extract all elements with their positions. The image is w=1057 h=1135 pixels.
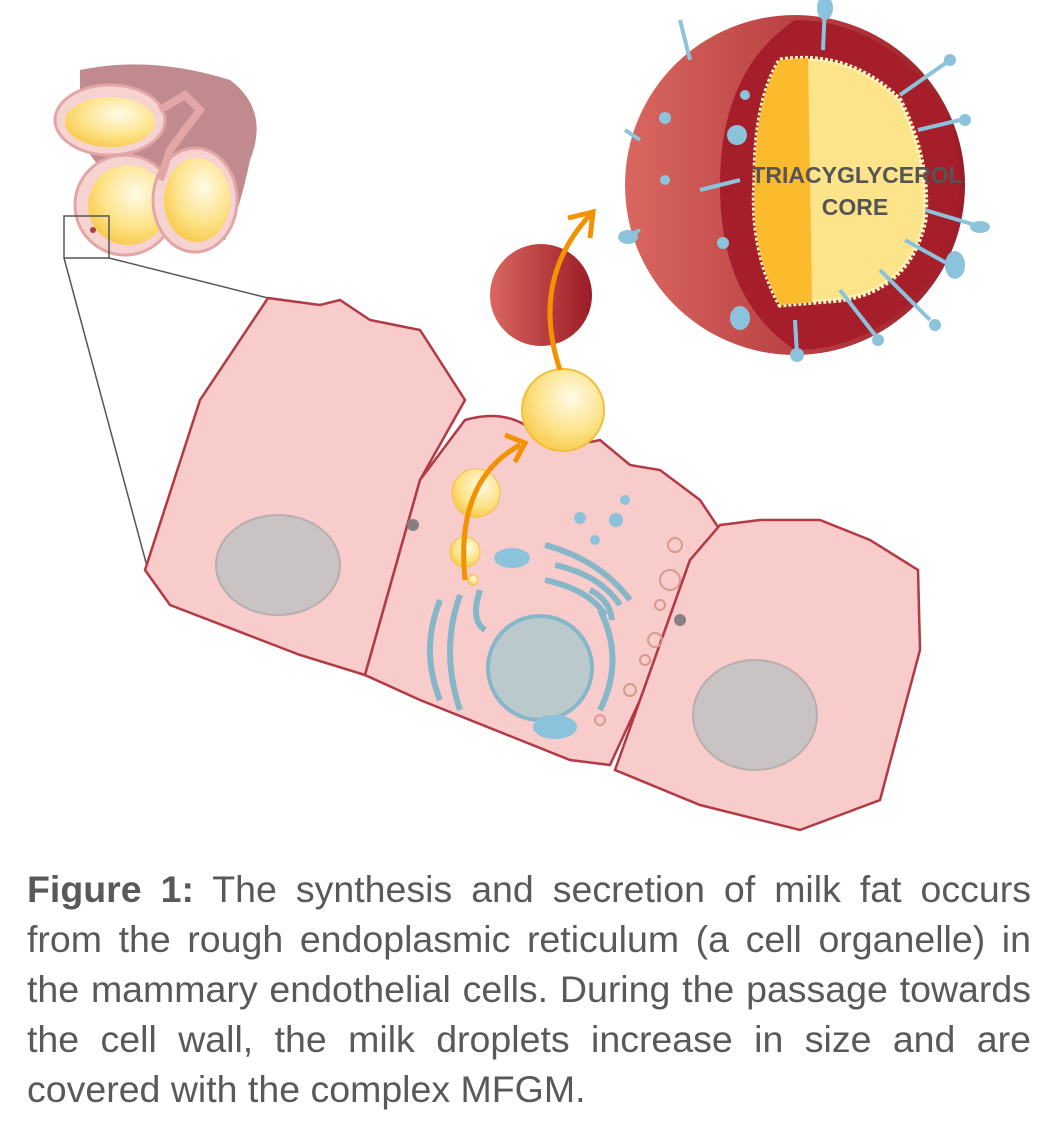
lipid-droplets	[449, 244, 605, 586]
milk-fat-secretion-diagram: TRIACYGLYCEROL CORE	[53, 0, 990, 832]
milk-fat-globule: TRIACYGLYCEROL CORE	[618, 0, 990, 362]
arrow-icon	[461, 208, 596, 581]
core-label-line1: TRIACYGLYCEROL	[751, 162, 962, 188]
epithelial-cells	[143, 296, 922, 832]
caption-label: Figure 1:	[27, 868, 194, 910]
nucleus	[692, 659, 818, 771]
caption-text: The synthesis and secretion of milk fat …	[27, 868, 1031, 1110]
core-label-line2: CORE	[822, 194, 888, 220]
mammary-acinus	[53, 64, 269, 571]
figure-caption: Figure 1: The synthesis and secretion of…	[27, 864, 1031, 1114]
zoom-box	[63, 215, 110, 259]
nucleus	[215, 514, 341, 616]
milk-fat-globule-small	[490, 244, 592, 346]
